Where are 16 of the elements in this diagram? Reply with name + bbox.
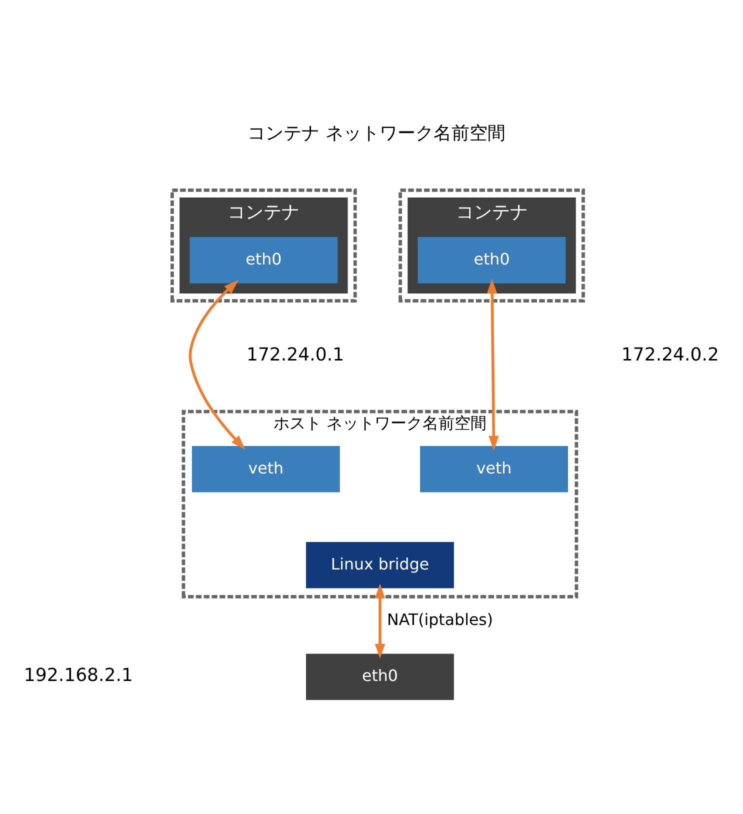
label: 192.168.2.1 — [24, 665, 133, 686]
node-box: Linux bridge — [306, 542, 454, 588]
label: コンテナ ネットワーク名前空間 — [248, 123, 506, 144]
node-box: eth0 — [306, 654, 454, 700]
label: 172.24.0.2 — [621, 344, 719, 366]
node-box: eth0 — [418, 237, 566, 284]
node-box: veth — [420, 446, 568, 492]
label: 172.24.0.1 — [246, 344, 344, 366]
arrow — [374, 584, 386, 658]
node-box: eth0 — [190, 237, 338, 284]
arrow — [486, 278, 499, 450]
cluster — [170, 188, 357, 303]
cluster — [398, 188, 585, 303]
node-box: veth — [192, 446, 340, 492]
arrow — [188, 280, 246, 450]
edge-label: NAT(iptables) — [387, 610, 494, 630]
